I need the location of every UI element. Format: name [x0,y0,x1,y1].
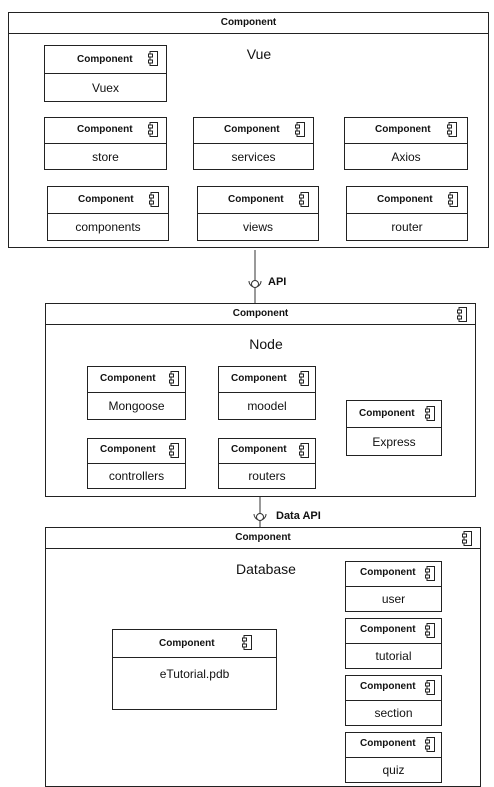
component-etutorial-pdb: Component eTutorial.pdb [112,629,277,710]
component-name: eTutorial.pdb [159,667,230,681]
component-express: Component Express [346,400,442,456]
component-tutorial: Component tutorial [345,618,442,669]
component-name: components [75,220,141,234]
component-icon [425,566,435,581]
component-stereotype: Component [377,194,433,205]
component-icon [447,122,457,137]
component-name: Mongoose [108,399,165,413]
component-icon [295,122,305,137]
component-stereotype: Component [360,624,416,635]
component-components: Component components [47,186,169,241]
component-stereotype: Component [77,54,133,65]
component-name: section [374,706,413,720]
component-name: services [231,150,276,164]
component-user: Component user [345,561,442,612]
component-name: tutorial [375,649,412,663]
api-ball [251,280,259,288]
component-icon [299,371,309,386]
component-icon [299,443,309,458]
component-icon [425,623,435,638]
component-name: Axios [391,150,421,164]
component-stereotype: Component [159,638,215,649]
component-icon [148,122,158,137]
component-name: Vuex [92,81,119,95]
component-vuex: Component Vuex [44,45,167,102]
component-stereotype: Component [100,444,156,455]
component-name: controllers [108,469,165,483]
vue-frame-stereotype: Component [9,13,488,34]
component-stereotype: Component [231,373,287,384]
data-api-ball [256,513,264,521]
component-views: Component views [197,186,319,241]
component-name: routers [248,469,286,483]
component-name: router [391,220,423,234]
component-icon [169,371,179,386]
component-stereotype: Component [359,408,415,419]
component-stereotype: Component [231,444,287,455]
component-name: views [242,220,273,234]
component-mongoose: Component Mongoose [87,366,186,420]
vue-frame-title: Vue [246,46,272,62]
component-quiz: Component quiz [345,732,442,783]
component-stereotype: Component [360,738,416,749]
component-stereotype: Component [228,194,284,205]
component-name: quiz [382,763,405,777]
node-frame-title: Node [249,336,283,352]
component-store: Component store [44,117,167,170]
component-icon [148,51,158,66]
component-icon [457,307,467,322]
component-icon [425,680,435,695]
component-name: store [92,150,119,164]
component-stereotype: Component [375,124,431,135]
component-icon [425,406,435,421]
component-icon [299,192,309,207]
component-stereotype: Component [100,373,156,384]
component-stereotype: Component [360,567,416,578]
component-icon [169,443,179,458]
component-stereotype: Component [77,124,133,135]
node-frame-stereotype: Component [46,304,475,325]
component-icon [242,635,252,650]
component-name: user [381,592,406,606]
component-name: Express [372,435,416,449]
component-router: Component router [346,186,468,241]
component-name: moodel [247,399,287,413]
component-routers: Component routers [218,438,316,489]
api-label: API [268,276,287,288]
component-stereotype: Component [224,124,280,135]
component-icon [448,192,458,207]
component-axios: Component Axios [344,117,468,170]
component-icon [425,737,435,752]
data-api-label: Data API [276,510,321,522]
component-icon [149,192,159,207]
component-stereotype: Component [360,681,416,692]
component-stereotype: Component [78,194,134,205]
component-moodel: Component moodel [218,366,316,420]
component-section: Component section [345,675,442,726]
component-services: Component services [193,117,314,170]
database-frame-stereotype: Component [46,528,480,549]
component-icon [462,531,472,546]
database-frame-title: Database [236,561,296,577]
component-controllers: Component controllers [87,438,186,489]
